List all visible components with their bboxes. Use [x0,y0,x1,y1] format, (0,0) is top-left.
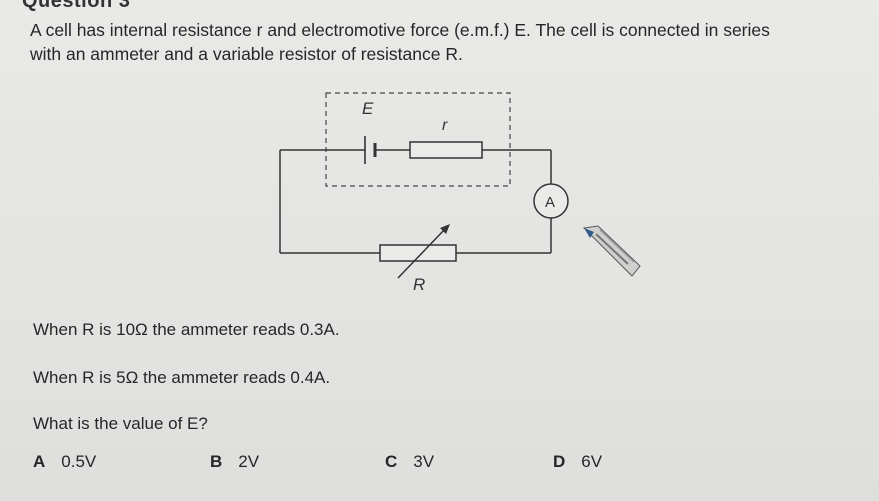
option-d-letter: D [553,452,566,471]
data-line-r5: When R is 5Ω the ammeter reads 0.4A. [33,368,331,387]
variable-resistor-arrow-head [440,224,450,234]
ammeter-symbol [533,183,569,219]
cell-enclosure-box [325,92,511,187]
option-a-letter: A [33,452,46,471]
stem-line-1: A cell has internal resistance r and ele… [30,20,770,40]
option-a[interactable]: A 0.5V [33,452,96,472]
circuit-diagram: E r A R [279,92,569,294]
question-stem: A cell has internal resistance r and ele… [30,18,860,66]
option-c-value: 3V [413,452,435,471]
internal-resistor-label: r [442,117,448,134]
option-c[interactable]: C 3V [385,452,434,472]
pen-tip-image [582,225,641,277]
option-a-value: 0.5V [61,452,97,471]
option-d-value: 6V [581,452,603,471]
question-prompt: What is the value of E? [33,414,208,433]
variable-resistor-label: R [413,275,425,294]
option-b-value: 2V [238,452,260,471]
option-b-letter: B [210,452,223,471]
option-d[interactable]: D 6V [553,452,602,472]
data-line-r10: When R is 10Ω the ammeter reads 0.3A. [33,320,340,339]
variable-resistor-arrow-shaft [397,227,447,279]
option-b[interactable]: B 2V [210,452,259,472]
option-c-letter: C [385,452,398,471]
internal-resistor [409,141,483,159]
cell-label: E [362,99,374,118]
variable-resistor [379,244,457,262]
ammeter-label: A [545,194,555,211]
question-number-heading: Question 3 [22,0,131,12]
stem-line-2: with an ammeter and a variable resistor … [30,44,463,64]
